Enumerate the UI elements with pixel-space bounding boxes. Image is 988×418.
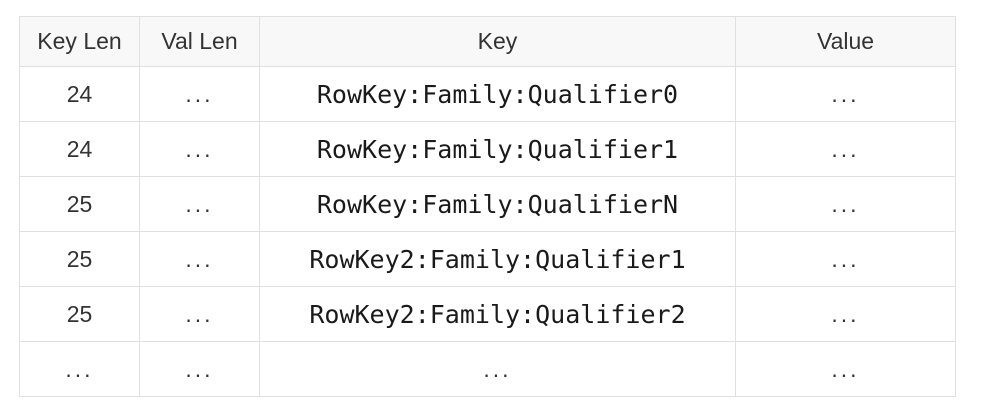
val-len-cell: ... [139, 121, 260, 177]
val-len-cell: ... [139, 176, 260, 232]
table-row: 25 ... RowKey:Family:QualifierN ... [19, 176, 956, 232]
key-cell: RowKey2:Family:Qualifier2 [259, 286, 736, 342]
table-body: 24 ... RowKey:Family:Qualifier0 ... 24 .… [19, 66, 956, 397]
table-row: ... ... ... ... [19, 341, 956, 397]
key-len-cell: 24 [19, 66, 140, 122]
value-cell: ... [735, 231, 956, 287]
value-cell: ... [735, 341, 956, 397]
val-len-cell: ... [139, 66, 260, 122]
value-cell: ... [735, 176, 956, 232]
val-len-cell: ... [139, 341, 260, 397]
key-len-cell: 25 [19, 286, 140, 342]
table-header: Key Len Val Len Key Value [19, 16, 956, 67]
col-header-key: Key [259, 16, 736, 67]
key-cell: RowKey2:Family:Qualifier1 [259, 231, 736, 287]
value-cell: ... [735, 66, 956, 122]
table-row: 24 ... RowKey:Family:Qualifier0 ... [19, 66, 956, 122]
table-row: 24 ... RowKey:Family:Qualifier1 ... [19, 121, 956, 177]
table-row: 25 ... RowKey2:Family:Qualifier2 ... [19, 286, 956, 342]
key-cell: RowKey:Family:Qualifier1 [259, 121, 736, 177]
key-len-cell: 25 [19, 176, 140, 232]
key-len-cell: ... [19, 341, 140, 397]
key-cell: RowKey:Family:QualifierN [259, 176, 736, 232]
key-len-cell: 24 [19, 121, 140, 177]
key-cell: ... [259, 341, 736, 397]
header-row: Key Len Val Len Key Value [19, 16, 956, 67]
keyvalue-format-table: Key Len Val Len Key Value 24 ... RowKey:… [19, 16, 956, 397]
col-header-value: Value [735, 16, 956, 67]
col-header-val-len: Val Len [139, 16, 260, 67]
val-len-cell: ... [139, 231, 260, 287]
value-cell: ... [735, 121, 956, 177]
value-cell: ... [735, 286, 956, 342]
val-len-cell: ... [139, 286, 260, 342]
key-len-cell: 25 [19, 231, 140, 287]
table-row: 25 ... RowKey2:Family:Qualifier1 ... [19, 231, 956, 287]
col-header-key-len: Key Len [19, 16, 140, 67]
key-cell: RowKey:Family:Qualifier0 [259, 66, 736, 122]
